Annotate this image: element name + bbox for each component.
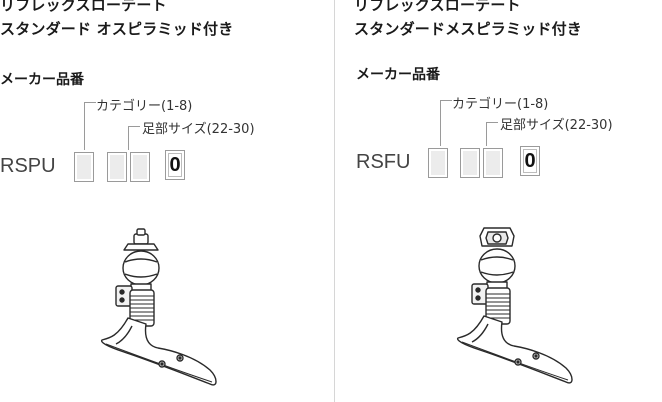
part-code-prefix: RSPU — [0, 155, 56, 177]
category-label: カテゴリー(1-8) — [452, 97, 549, 112]
part-number-heading: メーカー品番 — [0, 72, 84, 88]
category-leader-vertical — [440, 100, 441, 146]
foot-size-label: 足部サイズ(22-30) — [142, 122, 255, 137]
category-leader-vertical — [84, 102, 85, 150]
category-digit-box — [74, 152, 94, 182]
part-code-prefix: RSFU — [356, 151, 411, 173]
foot-size-label: 足部サイズ(22-30) — [500, 118, 613, 133]
category-label: カテゴリー(1-8) — [96, 99, 193, 114]
fixed-digit-box: 0 — [520, 146, 540, 176]
size-leader-horizontal — [486, 122, 498, 123]
size-digit-box-2 — [130, 152, 150, 182]
size-leader-vertical — [486, 122, 487, 146]
foot-female-pyramid-illustration — [456, 227, 573, 384]
product-title-line2: スタンダード オスピラミッド付き — [0, 20, 234, 38]
product-title-line1: リフレックスローテート — [0, 0, 167, 14]
panel-divider — [334, 0, 335, 402]
category-leader-horizontal — [440, 100, 452, 101]
size-digit-box-2 — [483, 148, 503, 178]
product-panel-female-pyramid: リフレックスローテート スタンダードメスピラミッド付き メーカー品番 カテゴリー… — [336, 0, 662, 402]
fixed-digit-box: 0 — [165, 150, 185, 180]
part-number-heading: メーカー品番 — [356, 67, 440, 83]
category-digit-box — [428, 148, 448, 178]
product-title-line1: リフレックスローテート — [354, 0, 521, 14]
size-leader-vertical — [128, 126, 129, 150]
product-title-line2: スタンダードメスピラミッド付き — [354, 20, 583, 38]
foot-male-pyramid-illustration — [100, 228, 217, 386]
category-leader-horizontal — [84, 102, 96, 103]
size-digit-box-1 — [107, 152, 127, 182]
size-digit-box-1 — [460, 148, 480, 178]
size-leader-horizontal — [128, 126, 140, 127]
product-panel-male-pyramid: リフレックスローテート スタンダード オスピラミッド付き メーカー品番 カテゴリ… — [0, 0, 255, 386]
